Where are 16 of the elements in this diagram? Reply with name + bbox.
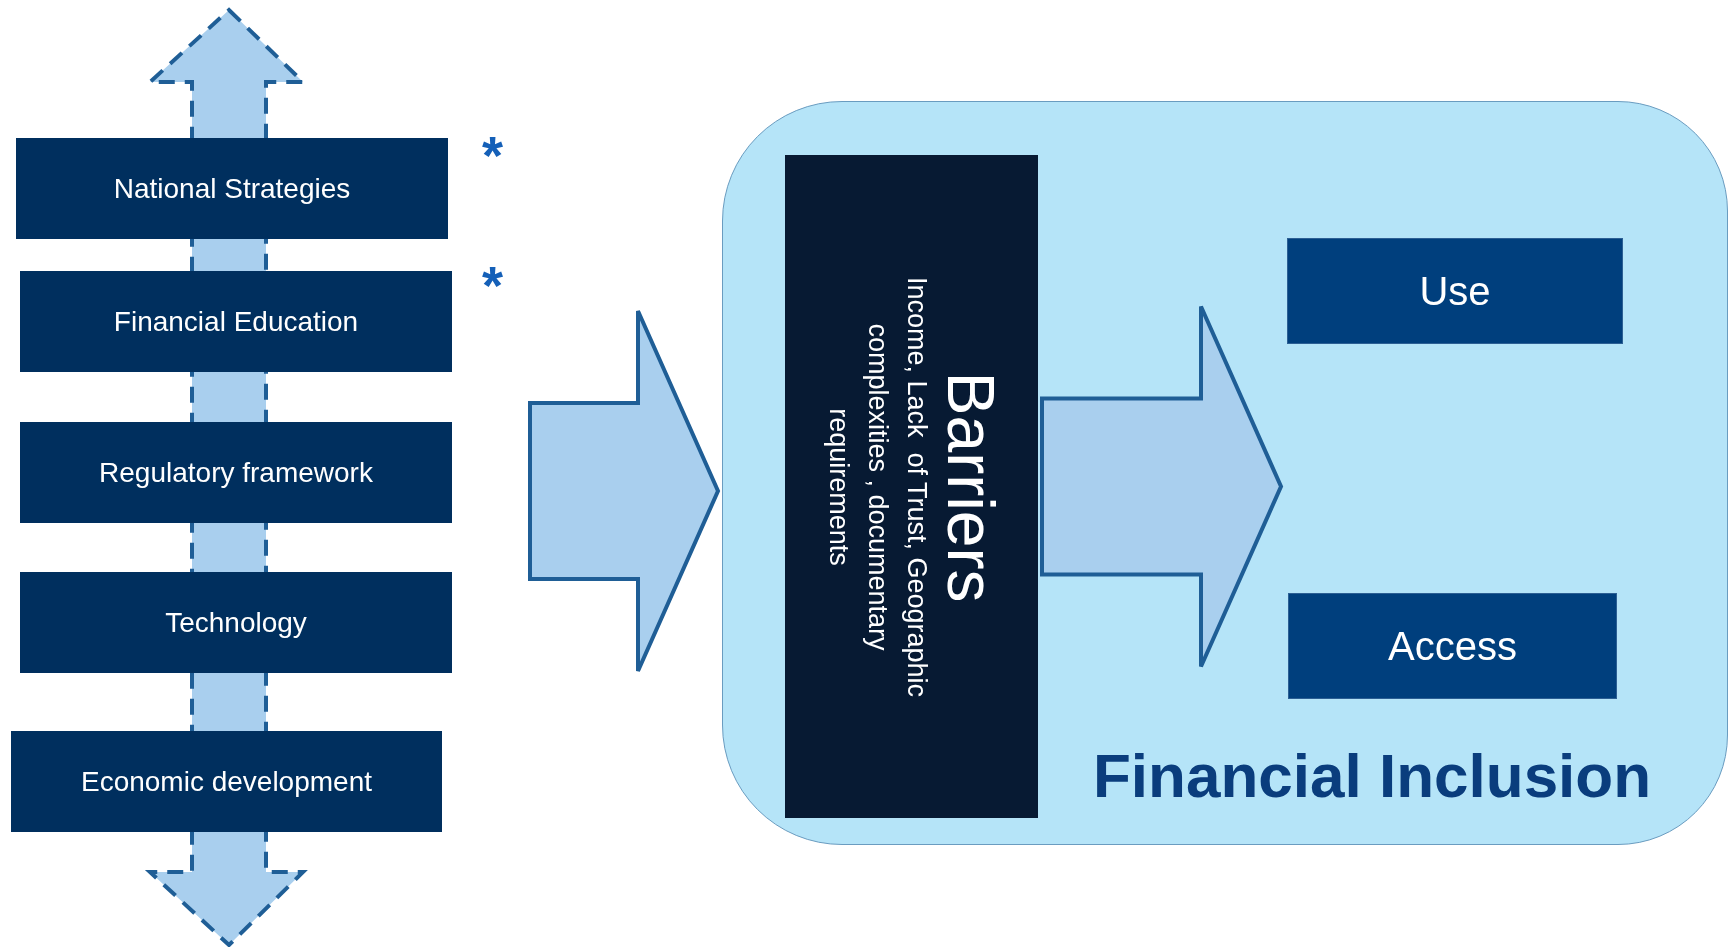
asterisk: * [482,258,503,312]
block-arrow [1040,304,1284,669]
asterisk: * [482,128,503,182]
box-title: Barriers [935,370,1005,602]
process-box: Technology [20,572,452,673]
outcome-box: Access [1288,593,1617,699]
process-box: Economic development [11,731,442,832]
panel-title: Financial Inclusion [1093,740,1652,811]
process-box: Regulatory framework [20,422,452,523]
process-box: Financial Education [20,271,452,372]
rounded-panel [722,101,1728,845]
barrier-box [785,155,1038,818]
outcome-box: Use [1287,238,1623,344]
box-description: Income, Lack of Trust, Geographic complexities , documentary requirements [822,275,933,699]
block-arrow [528,309,721,673]
process-box: National Strategies [16,138,448,239]
